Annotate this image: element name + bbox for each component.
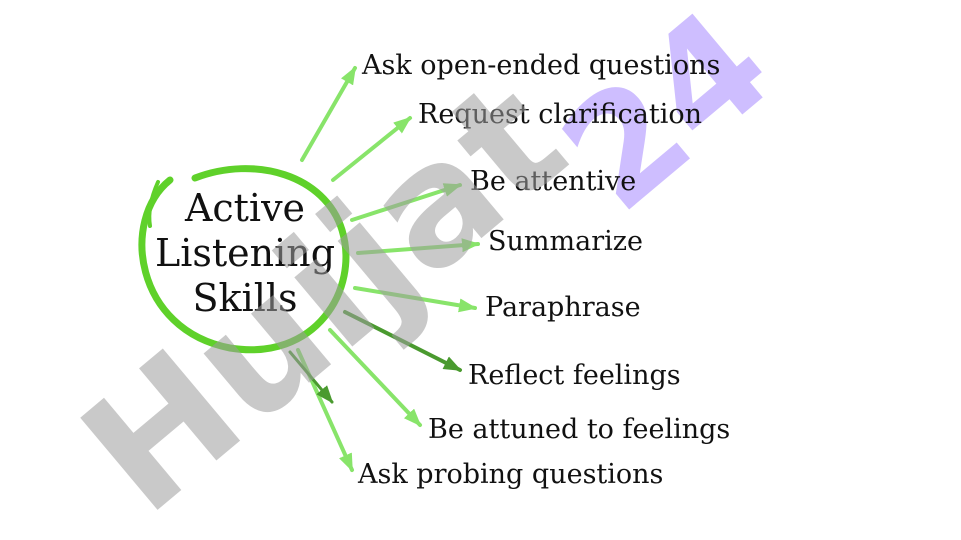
- arrow-ask-probing-secondary: [288, 350, 334, 404]
- label-reflect-feelings: Reflect feelings: [468, 360, 681, 391]
- center-line-1: Active: [184, 186, 305, 230]
- label-request-clarification: Request clarification: [418, 99, 702, 130]
- arrow-reflect-feelings: [343, 310, 462, 372]
- center-line-2: Listening: [155, 231, 335, 275]
- arrow-paraphrase: [353, 286, 477, 313]
- arrow-request-clarification: [331, 116, 412, 182]
- labels-group: Ask open-ended questions Request clarifi…: [357, 50, 730, 490]
- arrow-summarize: [356, 238, 480, 255]
- center-circle-tail: [147, 180, 160, 228]
- label-be-attuned: Be attuned to feelings: [428, 414, 730, 445]
- center-circle: [138, 165, 350, 354]
- arrow-be-attentive: [350, 183, 462, 222]
- label-ask-open-ended: Ask open-ended questions: [361, 50, 720, 81]
- arrow-ask-open-ended: [300, 66, 357, 162]
- arrows-group: [288, 66, 480, 472]
- arrow-be-attuned: [328, 328, 422, 427]
- center-node: Active Listening Skills: [138, 165, 350, 354]
- label-be-attentive: Be attentive: [470, 166, 636, 197]
- label-ask-probing: Ask probing questions: [357, 459, 663, 490]
- center-line-3: Skills: [192, 276, 297, 320]
- label-summarize: Summarize: [488, 226, 643, 257]
- label-paraphrase: Paraphrase: [485, 292, 641, 323]
